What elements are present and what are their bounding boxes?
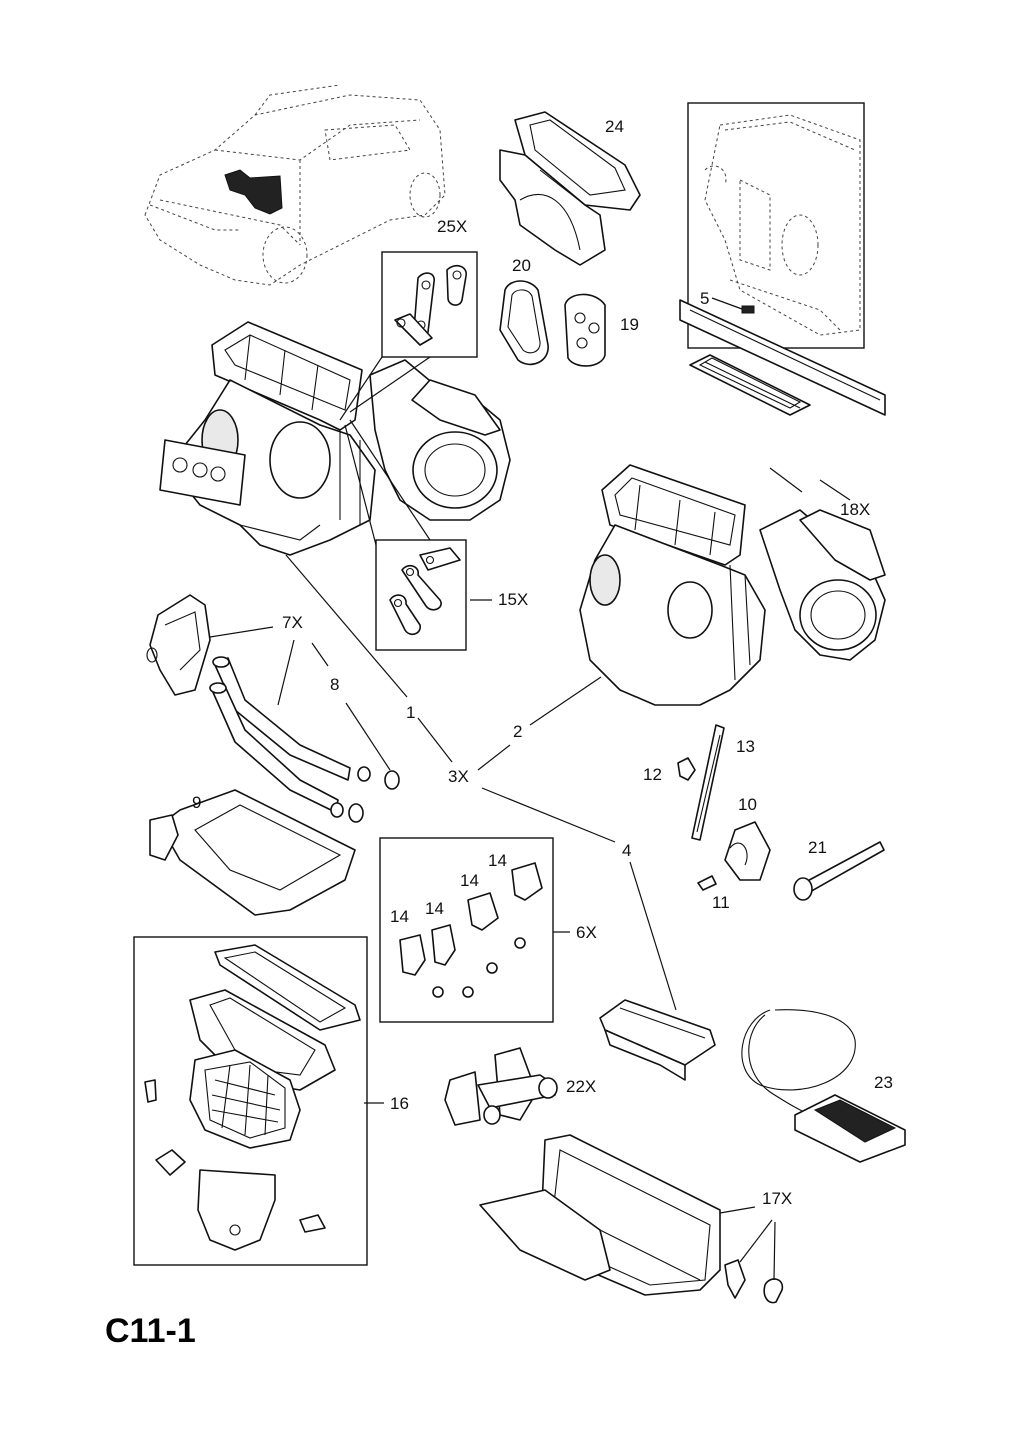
callout-6x: 6X bbox=[576, 923, 597, 942]
part-4-control-module bbox=[599, 999, 716, 1081]
callout-17x: 17X bbox=[762, 1189, 792, 1208]
part-21-bolt bbox=[793, 841, 885, 901]
callout-14-third: 14 bbox=[425, 899, 444, 918]
callout-14-fourth: 14 bbox=[390, 907, 409, 926]
callout-1: 1 bbox=[406, 703, 415, 722]
part-22x-valve bbox=[444, 1047, 558, 1126]
part-23-cable-panel bbox=[741, 1009, 906, 1163]
part-20-seal-ring bbox=[499, 280, 549, 366]
callout-21: 21 bbox=[808, 838, 827, 857]
callout-15x: 15X bbox=[498, 590, 528, 609]
callout-2: 2 bbox=[513, 722, 522, 741]
part-17x-lower-duct bbox=[479, 1134, 784, 1304]
callout-labels: 24 25X 20 19 5 18X 15X 7X 8 1 2 3X 13 12… bbox=[192, 117, 893, 1208]
vehicle-overview-illustration bbox=[144, 84, 446, 286]
callout-20: 20 bbox=[512, 256, 531, 275]
page-code: C11-1 bbox=[105, 1312, 196, 1350]
callout-3x: 3X bbox=[448, 767, 469, 786]
callout-25x: 25X bbox=[437, 217, 467, 236]
part-9-tray bbox=[149, 789, 356, 916]
callout-22x: 22X bbox=[566, 1077, 596, 1096]
part-19-grommet bbox=[564, 293, 606, 367]
part-1-heater-housing-assembly bbox=[159, 321, 511, 556]
box-part-6x-clips bbox=[379, 837, 554, 1023]
callout-14-second: 14 bbox=[460, 871, 479, 890]
callout-14-first: 14 bbox=[488, 851, 507, 870]
callout-5: 5 bbox=[700, 289, 709, 308]
callout-18x: 18X bbox=[840, 500, 870, 519]
callout-23: 23 bbox=[874, 1073, 893, 1092]
callout-13: 13 bbox=[736, 737, 755, 756]
callout-4: 4 bbox=[622, 841, 631, 860]
part-8-o-rings bbox=[348, 770, 400, 823]
part-10-bracket bbox=[724, 821, 771, 881]
box-part-25x-clips bbox=[381, 251, 478, 358]
callout-12: 12 bbox=[643, 765, 662, 784]
part-12-pivot-clip bbox=[677, 757, 696, 781]
callout-11: 11 bbox=[712, 893, 730, 912]
callout-10: 10 bbox=[738, 795, 757, 814]
callout-8: 8 bbox=[330, 675, 339, 694]
callout-16: 16 bbox=[390, 1094, 409, 1113]
part-24-air-duct bbox=[499, 111, 641, 266]
part-7x-pipe-set bbox=[146, 594, 371, 818]
box-part-16-blower-housing bbox=[133, 936, 368, 1266]
part-18x-filter bbox=[679, 299, 886, 416]
part-11-screw bbox=[697, 875, 717, 891]
box-part-15x-clips bbox=[375, 539, 467, 651]
callout-24: 24 bbox=[605, 117, 624, 136]
leader-lines bbox=[209, 356, 851, 1281]
callout-9: 9 bbox=[192, 793, 201, 812]
inset-detail-part-5 bbox=[687, 102, 865, 349]
part-2-heater-housing-assembly bbox=[579, 464, 886, 706]
part-13-rod bbox=[691, 724, 725, 841]
callout-7x: 7X bbox=[282, 613, 303, 632]
callout-19: 19 bbox=[620, 315, 639, 334]
